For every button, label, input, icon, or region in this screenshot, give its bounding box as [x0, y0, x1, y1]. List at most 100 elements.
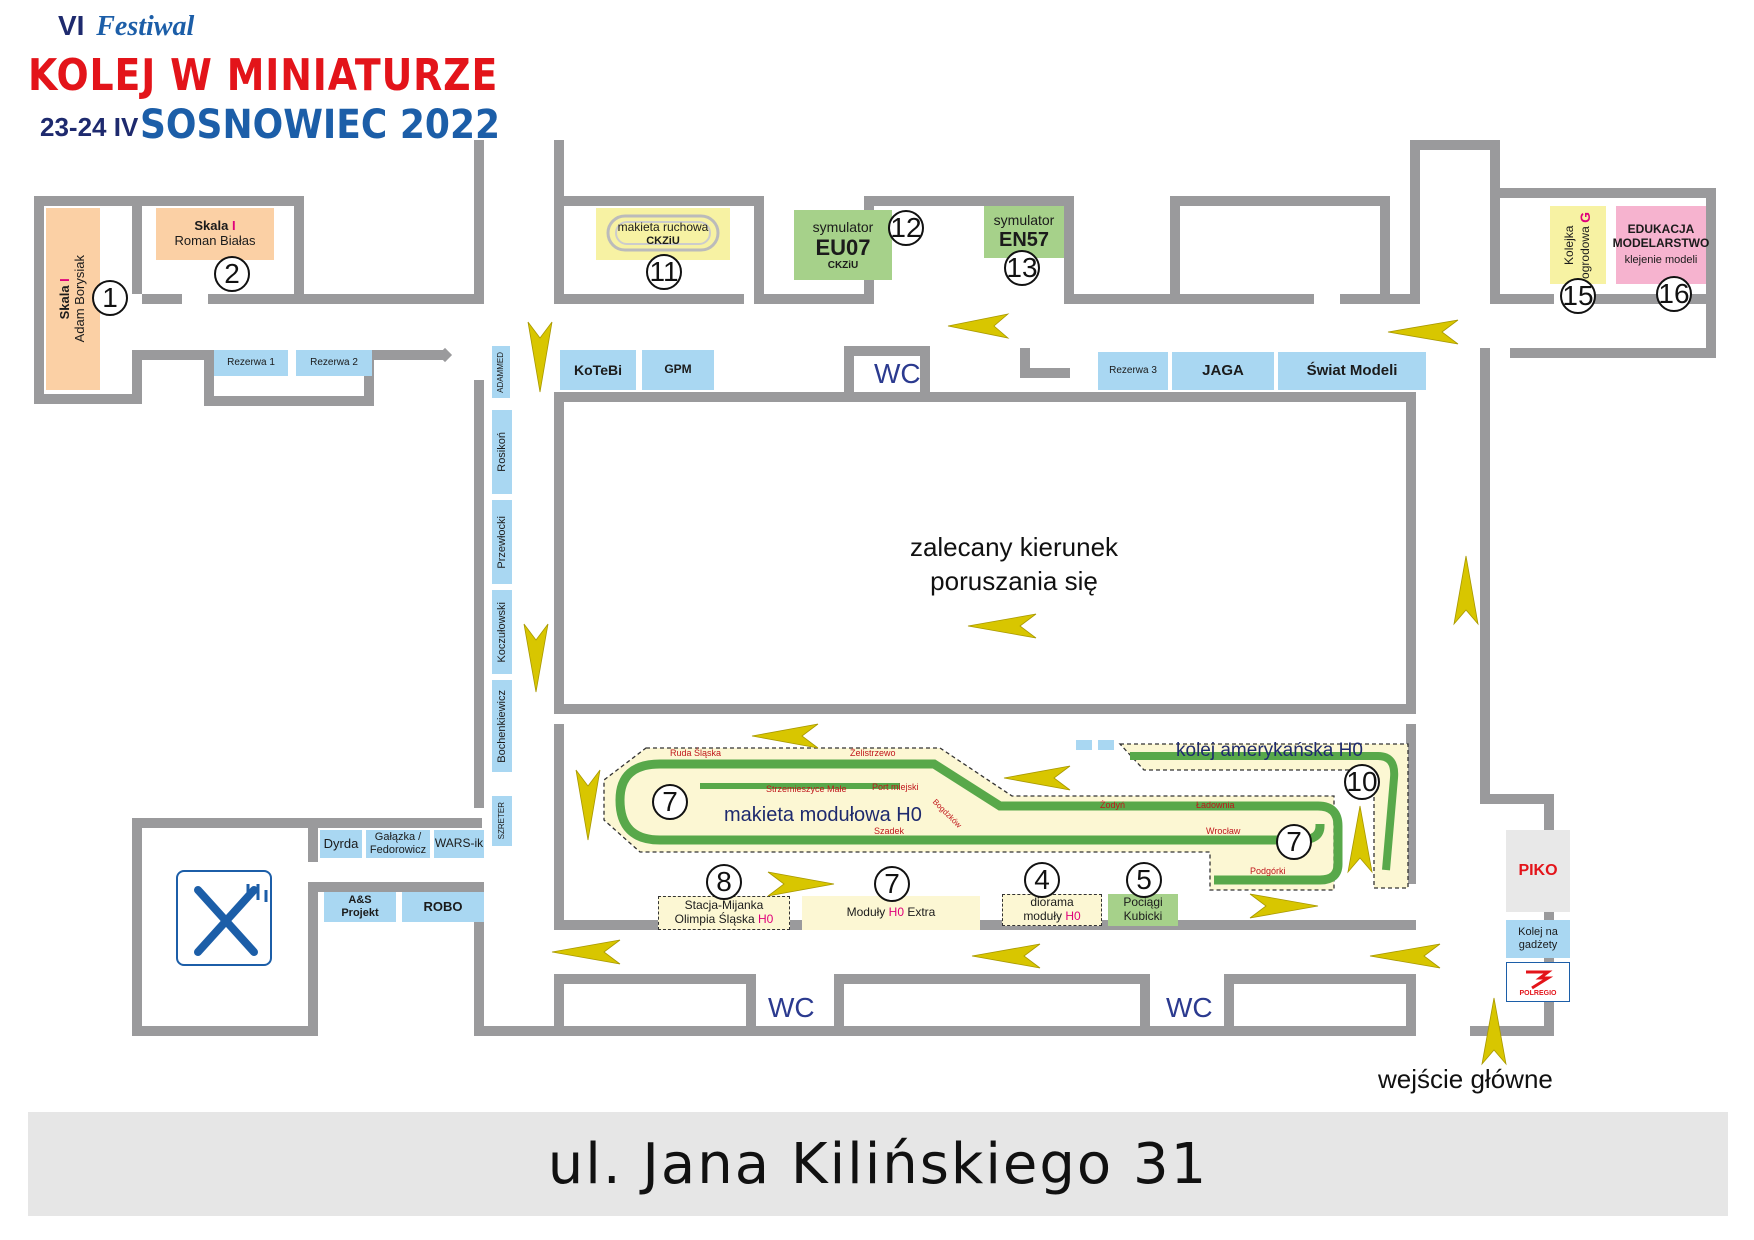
booth-12-ckziu: CKZiU: [827, 259, 859, 271]
direction-line2: poruszania się: [930, 566, 1098, 597]
station-podgorki: Podgórki: [1250, 866, 1286, 876]
marker-13: 13: [1004, 250, 1040, 286]
header-prefix: VI: [58, 10, 85, 41]
booth-2-scale: Skala: [194, 218, 229, 234]
direction-note: zalecany kierunek poruszania się: [884, 530, 1144, 599]
booth-as-b: Projekt: [341, 907, 379, 919]
marker-8: 8: [706, 864, 742, 900]
marker-5: 5: [1126, 862, 1162, 898]
header-title: KOLEJ W MINIATURZE: [28, 50, 499, 101]
booth-bochenkiewicz-label: Bochenkiewicz: [495, 689, 508, 763]
marker-1: 1: [92, 280, 128, 316]
booth-piko[interactable]: PIKO: [1506, 830, 1570, 912]
booth-rosikon[interactable]: Rosikoń: [492, 410, 512, 494]
marker-12: 12: [888, 210, 924, 246]
booth-5-pociagi-b: Kubicki: [1123, 909, 1163, 923]
booth-rezerwa-2[interactable]: Rezerwa 2: [296, 350, 372, 376]
booth-16-edukacja: EDUKACJA: [1627, 222, 1695, 237]
booth-koczulowski[interactable]: Koczułowski: [492, 590, 512, 674]
booth-12-symulator: symulator: [812, 218, 874, 235]
booth-15-g: G: [1576, 211, 1593, 223]
booth-small-1: [1076, 740, 1092, 750]
polregio-label: POLREGIO: [1519, 989, 1557, 997]
header-city-year: SOSNOWIEC 2022: [140, 102, 501, 148]
booth-8-h0: H0: [758, 912, 774, 926]
station-port: Port miejski: [872, 782, 919, 792]
direction-line1: zalecany kierunek: [909, 532, 1119, 562]
booth-szreter-label: SZRETER: [497, 802, 507, 840]
booth-koczulowski-label: Koczułowski: [495, 601, 508, 663]
booth-11-ckziu: CKZiU: [646, 234, 680, 247]
marker-16: 16: [1656, 276, 1692, 312]
booth-1-scale: Skala: [57, 285, 73, 320]
station-bogdzkow: Bogdzków: [930, 797, 964, 830]
marker-7-extra: 7: [874, 866, 910, 902]
booth-jaga[interactable]: JAGA: [1172, 352, 1274, 390]
booth-admmed[interactable]: ADAMMED: [492, 346, 510, 398]
booth-13-symulator: symulator: [993, 212, 1055, 229]
booth-15-kolejka: Kolejka: [1562, 225, 1577, 265]
booth-piko-label: PIKO: [1518, 861, 1558, 879]
header-festival: Festiwal: [96, 11, 195, 42]
header-dates: 23-24 IV: [40, 112, 139, 142]
wc-bottom-left: WC: [768, 992, 815, 1023]
booth-wars-ik[interactable]: WARS-ik: [434, 830, 484, 858]
booth-rezerwa-1[interactable]: Rezerwa 1: [214, 350, 288, 376]
booth-dyrda[interactable]: Dyrda: [320, 830, 362, 858]
station-wroclaw: Wrocław: [1206, 826, 1241, 836]
booth-8-stacja[interactable]: Stacja-Mijanka Olimpia Śląska H0: [658, 896, 790, 930]
station-zelistrzewo: Żelistrzewo: [850, 748, 896, 758]
booth-kolej-gadzety-a: Kolej na: [1518, 926, 1558, 939]
marker-4: 4: [1024, 862, 1060, 898]
booth-7-h0: H0: [888, 905, 904, 920]
booth-kotebi[interactable]: KoTeBi: [560, 350, 636, 390]
booth-1-borysiak[interactable]: Skala I Adam Borysiak: [46, 208, 100, 390]
booth-2-bialas[interactable]: Skala I Roman Białas: [156, 208, 274, 260]
booth-bochenkiewicz[interactable]: Bochenkiewicz: [492, 680, 512, 772]
booth-kolej-gadzety-b: gadżety: [1518, 939, 1558, 951]
booth-gpm[interactable]: GPM: [642, 350, 714, 390]
booth-swiat-modeli[interactable]: Świat Modeli: [1278, 352, 1426, 390]
booth-galazka-a: Gałązka /: [374, 831, 422, 844]
booth-8-stacja-a: Stacja-Mijanka: [684, 898, 764, 913]
booth-as-a: A&S: [348, 894, 372, 907]
booth-robo[interactable]: ROBO: [402, 892, 484, 922]
booth-8-stacja-b: Olimpia Śląska: [674, 912, 755, 926]
booth-przewlocki[interactable]: Przewłocki: [492, 500, 512, 584]
booth-szreter[interactable]: SZRETER: [492, 796, 512, 846]
booth-2-name: Roman Białas: [174, 233, 256, 248]
booth-5-pociagi[interactable]: Pociągi Kubicki: [1108, 894, 1178, 926]
booth-16-klejenie: klejenie modeli: [1624, 253, 1698, 266]
station-ruda: Ruda Śląska: [670, 748, 722, 758]
marker-10: 10: [1344, 764, 1380, 800]
booth-7-extra: Extra: [907, 905, 936, 920]
booth-11-makieta-ruchowa[interactable]: makieta ruchowa CKZiU: [596, 208, 730, 260]
station-szadek: Szadek: [874, 826, 905, 836]
booth-5-pociagi-a: Pociągi: [1123, 895, 1163, 910]
marker-15: 15: [1560, 278, 1596, 314]
booth-13-en57[interactable]: symulator EN57: [984, 206, 1064, 258]
marker-2: 2: [214, 256, 250, 292]
booth-przewlocki-label: Przewłocki: [495, 515, 508, 569]
marker-7-right: 7: [1276, 824, 1312, 860]
booth-galazka-b: Fedorowicz: [369, 844, 427, 856]
header-line1: VI Festiwal: [58, 10, 194, 43]
booth-1-scale-i: I: [57, 278, 73, 282]
booth-12-eu07: EU07: [815, 234, 871, 260]
booth-4-diorama[interactable]: diorama moduły H0: [1002, 894, 1102, 926]
booth-1-name: Adam Borysiak: [72, 255, 87, 343]
booth-as-projekt[interactable]: A&S Projekt: [324, 892, 396, 922]
booth-15-kolejka-ogrodowa[interactable]: Kolejka ogrodowa G: [1550, 206, 1606, 284]
marker-7-main: 7: [652, 784, 688, 820]
booth-12-eu07[interactable]: symulator EU07 CKZiU: [794, 210, 892, 280]
booth-galazka[interactable]: Gałązka / Fedorowicz: [366, 830, 430, 858]
booth-kolej-gadzety[interactable]: Kolej na gadżety: [1506, 920, 1570, 958]
booth-rezerwa-3[interactable]: Rezerwa 3: [1098, 352, 1168, 390]
wc-bottom-right: WC: [1166, 992, 1213, 1023]
booth-16-edukacja[interactable]: EDUKACJA MODELARSTWO klejenie modeli: [1613, 206, 1709, 284]
restaurant-icon: [176, 870, 272, 966]
booth-4-diorama-a: diorama: [1030, 895, 1074, 910]
station-strzemieszyce: Strzemieszyce Małe: [766, 784, 847, 794]
booth-rosikon-label: Rosikoń: [495, 432, 508, 472]
booth-11-title: makieta ruchowa: [617, 219, 709, 234]
